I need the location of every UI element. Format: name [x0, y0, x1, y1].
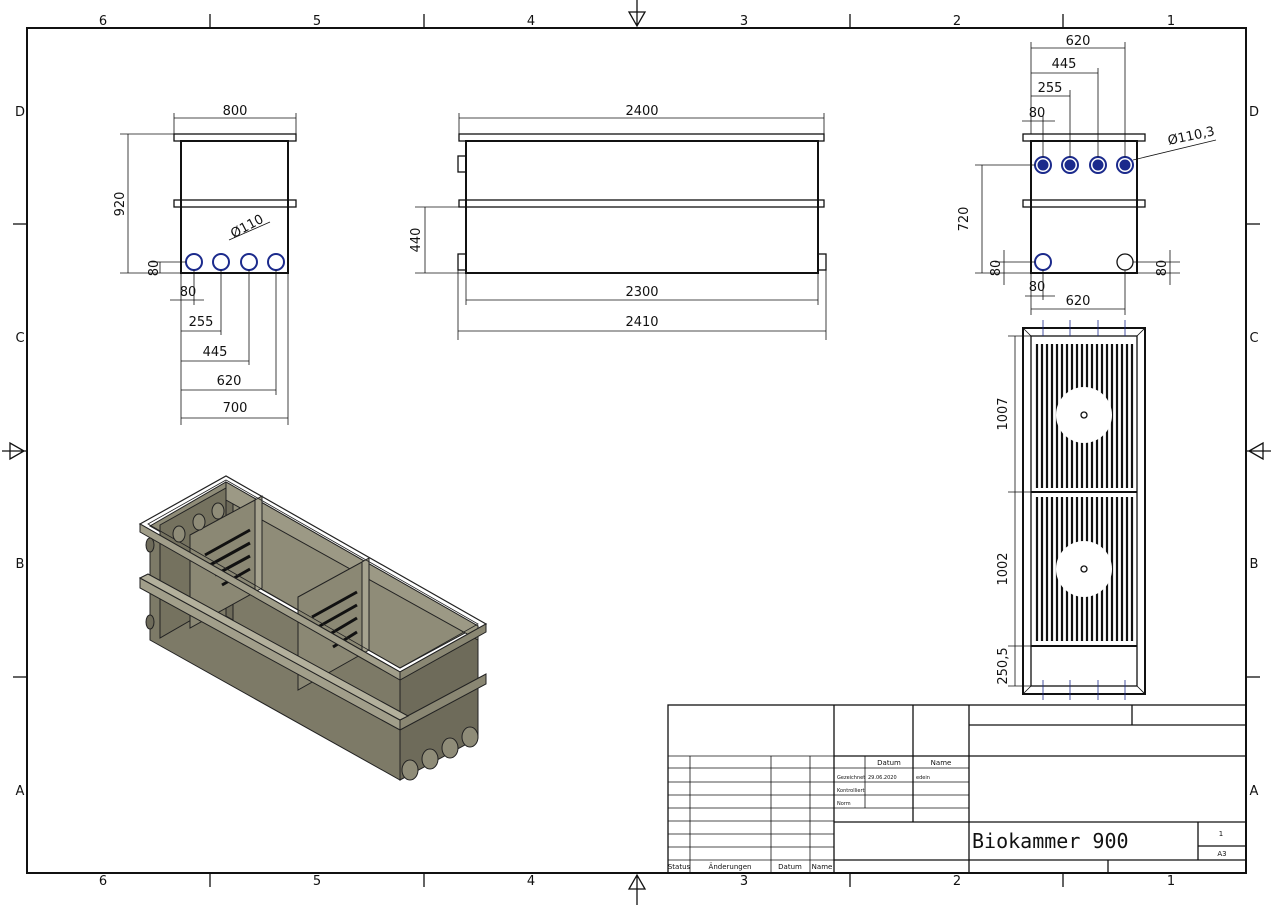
zone-row-C-right: C: [1249, 331, 1258, 346]
title-block: [667, 704, 1247, 874]
tb-rev-name: Name: [812, 863, 833, 871]
zone-col-4-bottom: 4: [527, 874, 535, 889]
end-dim-720: 720: [957, 207, 972, 232]
zone-col-3-bottom: 3: [740, 874, 748, 889]
tb-rev-datum: Datum: [778, 863, 802, 871]
tb-row-drawn: Gezeichnet: [837, 775, 865, 781]
zone-row-D-right: D: [1249, 105, 1259, 120]
tb-status: Status: [668, 863, 691, 871]
zone-row-A-right: A: [1250, 784, 1259, 799]
side-dim-2410: 2410: [625, 315, 658, 330]
end-dim-bottom-620: 620: [1066, 294, 1091, 309]
end-dim-445: 445: [1052, 57, 1077, 72]
front-dim-800: 800: [223, 104, 248, 119]
tb-drawn-date: 29.06.2020: [868, 775, 897, 781]
tb-format: A3: [1217, 850, 1226, 858]
front-dim-x700: 700: [223, 401, 248, 416]
plan-dim-1002: 1002: [996, 552, 1011, 585]
zone-col-6-bottom: 6: [99, 874, 107, 889]
zone-row-B-right: B: [1250, 557, 1259, 572]
title-block-rows: [668, 755, 969, 873]
front-dim-dia-110: Ø110: [228, 212, 266, 242]
front-dim-x255: 255: [189, 315, 214, 330]
tb-col-name: Name: [931, 759, 952, 767]
zone-col-6-top: 6: [99, 14, 107, 29]
zone-row-C-left: C: [15, 331, 24, 346]
tb-drawn-name: edein: [916, 775, 930, 781]
side-view: 2400 440 2300 2410: [409, 104, 827, 340]
end-dim-255: 255: [1038, 81, 1063, 96]
isometric-view: [138, 475, 488, 781]
end-dim-620: 620: [1066, 34, 1091, 49]
plan-view: 1007 1002 250,5: [996, 320, 1146, 700]
front-pipe-openings: [185, 253, 285, 271]
end-dim-80: 80: [1029, 106, 1046, 121]
side-dim-440: 440: [409, 228, 424, 253]
front-dim-x445: 445: [203, 345, 228, 360]
tb-row-checked: Kontrolliert: [837, 788, 865, 794]
front-dim-bottom-80: 80: [147, 260, 162, 277]
zone-col-1-top: 1: [1167, 14, 1175, 29]
plan-dim-250-5: 250,5: [996, 647, 1011, 684]
end-dim-bottom-x80: 80: [1029, 280, 1046, 295]
zone-row-D-left: D: [15, 105, 25, 120]
tb-sheet-no: 1: [1219, 830, 1223, 838]
tb-col-datum: Datum: [877, 759, 901, 767]
plan-dim-1007: 1007: [996, 397, 1011, 430]
front-dim-920: 920: [113, 192, 128, 217]
zone-labels: 6 5 4 3 2 1 6 5 4 3 2 1 D C B A D C B A: [15, 14, 1259, 889]
zone-col-3-top: 3: [740, 14, 748, 29]
zone-col-2-top: 2: [953, 14, 961, 29]
front-dim-x80: 80: [180, 285, 197, 300]
end-dim-bottom-80-left: 80: [989, 260, 1004, 277]
zone-col-2-bottom: 2: [953, 874, 961, 889]
end-pipe-openings-top: [1034, 156, 1134, 174]
end-dim-bottom-80-right: 80: [1155, 260, 1170, 277]
zone-col-4-top: 4: [527, 14, 535, 29]
tb-row-norm: Norm: [837, 801, 851, 807]
tb-changes: Änderungen: [709, 862, 752, 871]
side-dim-2300: 2300: [625, 285, 658, 300]
zone-row-B-left: B: [16, 557, 25, 572]
zone-row-A-left: A: [16, 784, 25, 799]
zone-col-5-top: 5: [313, 14, 321, 29]
end-dim-dia-110-3: Ø110,3: [1167, 124, 1217, 149]
side-dim-2400: 2400: [625, 104, 658, 119]
sheet-border: [26, 27, 1247, 874]
front-dim-x620: 620: [217, 374, 242, 389]
title-block-text: Datum Name Gezeichnet 29.06.2020 edein K…: [668, 759, 1227, 871]
zone-col-5-bottom: 5: [313, 874, 321, 889]
drawing-title: Biokammer 900: [972, 829, 1129, 853]
zone-col-1-bottom: 1: [1167, 874, 1175, 889]
front-view: 800 920 80 Ø110 80 255 445 620 700: [113, 104, 297, 425]
end-view: 620 445 255 80 Ø110,3 720 80 80 80 620: [957, 34, 1217, 315]
zone-ticks: [13, 14, 1260, 887]
